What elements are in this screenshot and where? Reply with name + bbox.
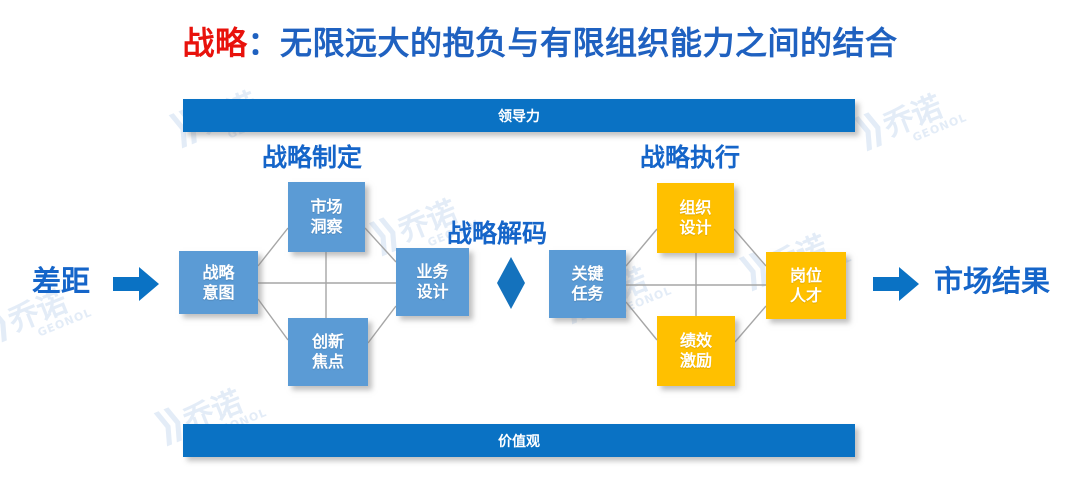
page-title-rest: ：无限远大的抱负与有限组织能力之间的结合 — [247, 24, 898, 62]
link-intent-innov — [257, 298, 289, 341]
link-intent-insight — [257, 227, 289, 267]
cluster-heading-decode: 战略解码 — [447, 219, 548, 248]
node-label-line1: 关键 — [571, 264, 604, 284]
link-perf-talent — [734, 305, 767, 343]
link-task-perf — [625, 301, 658, 341]
link-insight-design — [364, 227, 397, 263]
link-org-talent — [733, 228, 767, 267]
node-label-line1: 业务 — [416, 262, 449, 282]
node-label-line1: 绩效 — [679, 331, 712, 351]
node-market-insight[interactable]: 市场 洞察 — [288, 182, 365, 252]
node-label-line1: 岗位 — [789, 265, 822, 285]
node-label-line2: 人才 — [789, 285, 822, 305]
node-label-line1: 创新 — [311, 332, 344, 352]
node-innovation-focus[interactable]: 创新 焦点 — [288, 318, 368, 386]
node-business-design[interactable]: 业务 设计 — [396, 248, 469, 316]
link-innov-design — [367, 305, 397, 344]
page-title: 战略：无限远大的抱负与有限组织能力之间的结合 — [0, 18, 1080, 64]
node-strategic-intent[interactable]: 战略 意图 — [179, 251, 258, 314]
band-values-label: 价值观 — [498, 433, 540, 450]
band-values: 价值观 — [183, 424, 855, 457]
node-label-line1: 市场 — [310, 197, 343, 217]
arrow-right-icon — [873, 267, 919, 301]
node-label-line1: 战略 — [202, 262, 235, 282]
node-label-line2: 设计 — [416, 282, 449, 301]
node-label-line1: 组织 — [679, 198, 712, 218]
cluster-heading-formulation: 战略制定 — [262, 143, 363, 172]
watermark-cn: 乔诺 — [878, 89, 948, 145]
watermark-en: GEONOL — [35, 305, 94, 340]
diamond-icon — [497, 257, 525, 309]
node-org-design[interactable]: 组织 设计 — [657, 183, 734, 253]
node-label-line2: 意图 — [202, 282, 235, 302]
node-label-line2: 焦点 — [311, 352, 344, 371]
output-label: 市场结果 — [934, 264, 1051, 298]
node-label-line2: 洞察 — [310, 217, 343, 236]
link-task-org — [625, 228, 658, 267]
band-leadership: 领导力 — [183, 99, 855, 132]
node-position-talent[interactable]: 岗位 人才 — [766, 252, 846, 319]
node-key-tasks[interactable]: 关键 任务 — [549, 250, 626, 318]
band-leadership-label: 领导力 — [498, 108, 540, 125]
node-label-line2: 任务 — [571, 284, 604, 303]
node-label-line2: 激励 — [679, 351, 712, 370]
watermark-mark: ⟫ — [0, 299, 14, 352]
node-performance-incentive[interactable]: 绩效 激励 — [657, 316, 735, 386]
watermark-mark: ⟫ — [848, 104, 889, 157]
arrow-right-icon — [113, 267, 159, 301]
input-label: 差距 — [32, 264, 91, 298]
watermark-en: GEONOL — [910, 110, 969, 145]
cluster-heading-execution: 战略执行 — [640, 143, 741, 172]
node-label-line2: 设计 — [679, 218, 712, 237]
page-title-accent: 战略 — [182, 24, 248, 62]
watermark: ⟫乔诺GEONOL — [848, 76, 969, 162]
